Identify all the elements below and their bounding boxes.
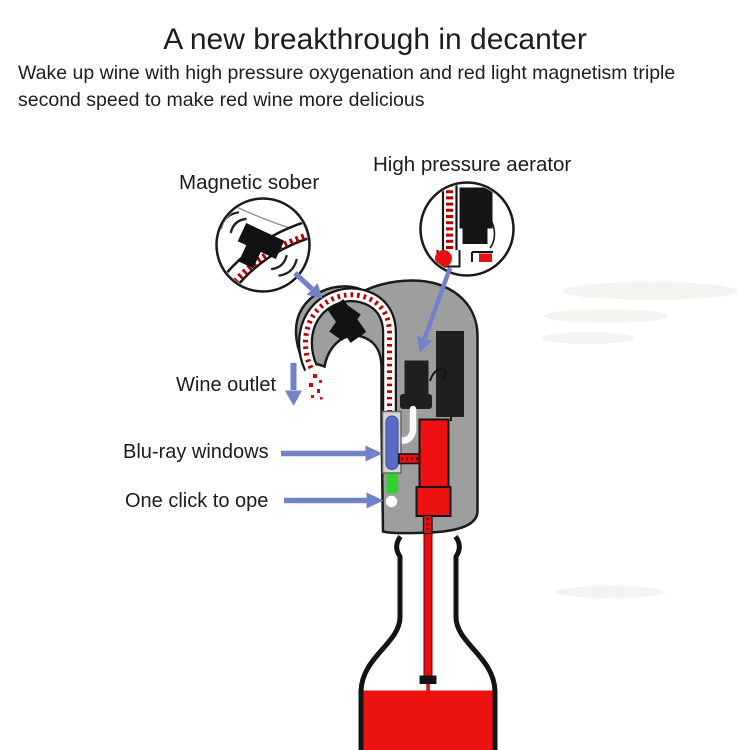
callout-arrows [281, 267, 453, 509]
pump-black-large [436, 331, 464, 417]
wine-bottle [358, 532, 498, 750]
arrow-magnetic-to-device [293, 271, 323, 299]
inset-pump-black [459, 187, 493, 229]
down-tube [422, 514, 433, 535]
background-smudges [542, 282, 738, 598]
page-subtitle: Wake up wine with high pressure oxygenat… [18, 60, 744, 113]
intake-straw [419, 532, 437, 692]
label-blu-ray-windows: Blu-ray windows [123, 441, 269, 463]
arrow-aerator-to-device [417, 267, 453, 353]
spout-tube [298, 287, 397, 415]
wine-fill [363, 690, 493, 750]
pump-black-small [404, 360, 429, 399]
aerator-device-body [294, 279, 479, 535]
label-wine-outlet: Wine outlet [176, 374, 277, 396]
wine-droplets [309, 374, 323, 400]
one-click-arrow [284, 492, 384, 509]
bluray-window [385, 415, 399, 470]
label-magnetic-sober: Magnetic sober [179, 171, 320, 194]
pump-red [415, 418, 452, 517]
bottle-outline-left [358, 534, 403, 750]
internal-components [381, 331, 464, 535]
label-one-click: One click to ope [125, 490, 269, 512]
bluray-arrow [281, 445, 383, 462]
straw-tip-weight [419, 675, 437, 684]
inset-red-valve [435, 250, 452, 267]
high-pressure-aerator-inset-circle [419, 181, 515, 277]
magnetic-sober-inset-circle [215, 197, 311, 293]
green-indicator [386, 473, 398, 494]
wine-outlet-arrow [285, 363, 302, 406]
power-button [385, 495, 398, 508]
inset-magnet [237, 223, 285, 269]
page-subtitle-line-2: second speed to make red wine more delic… [18, 88, 425, 111]
label-high-pressure-aerator: High pressure aerator [373, 153, 572, 176]
component-wire [429, 368, 447, 382]
page-title: A new breakthrough in decanter [163, 23, 587, 56]
bottle-outline-right [453, 534, 498, 750]
magnet-clamp [327, 299, 367, 343]
connector-tube [398, 453, 422, 465]
page-subtitle-line-1: Wake up wine with high pressure oxygenat… [18, 62, 676, 84]
